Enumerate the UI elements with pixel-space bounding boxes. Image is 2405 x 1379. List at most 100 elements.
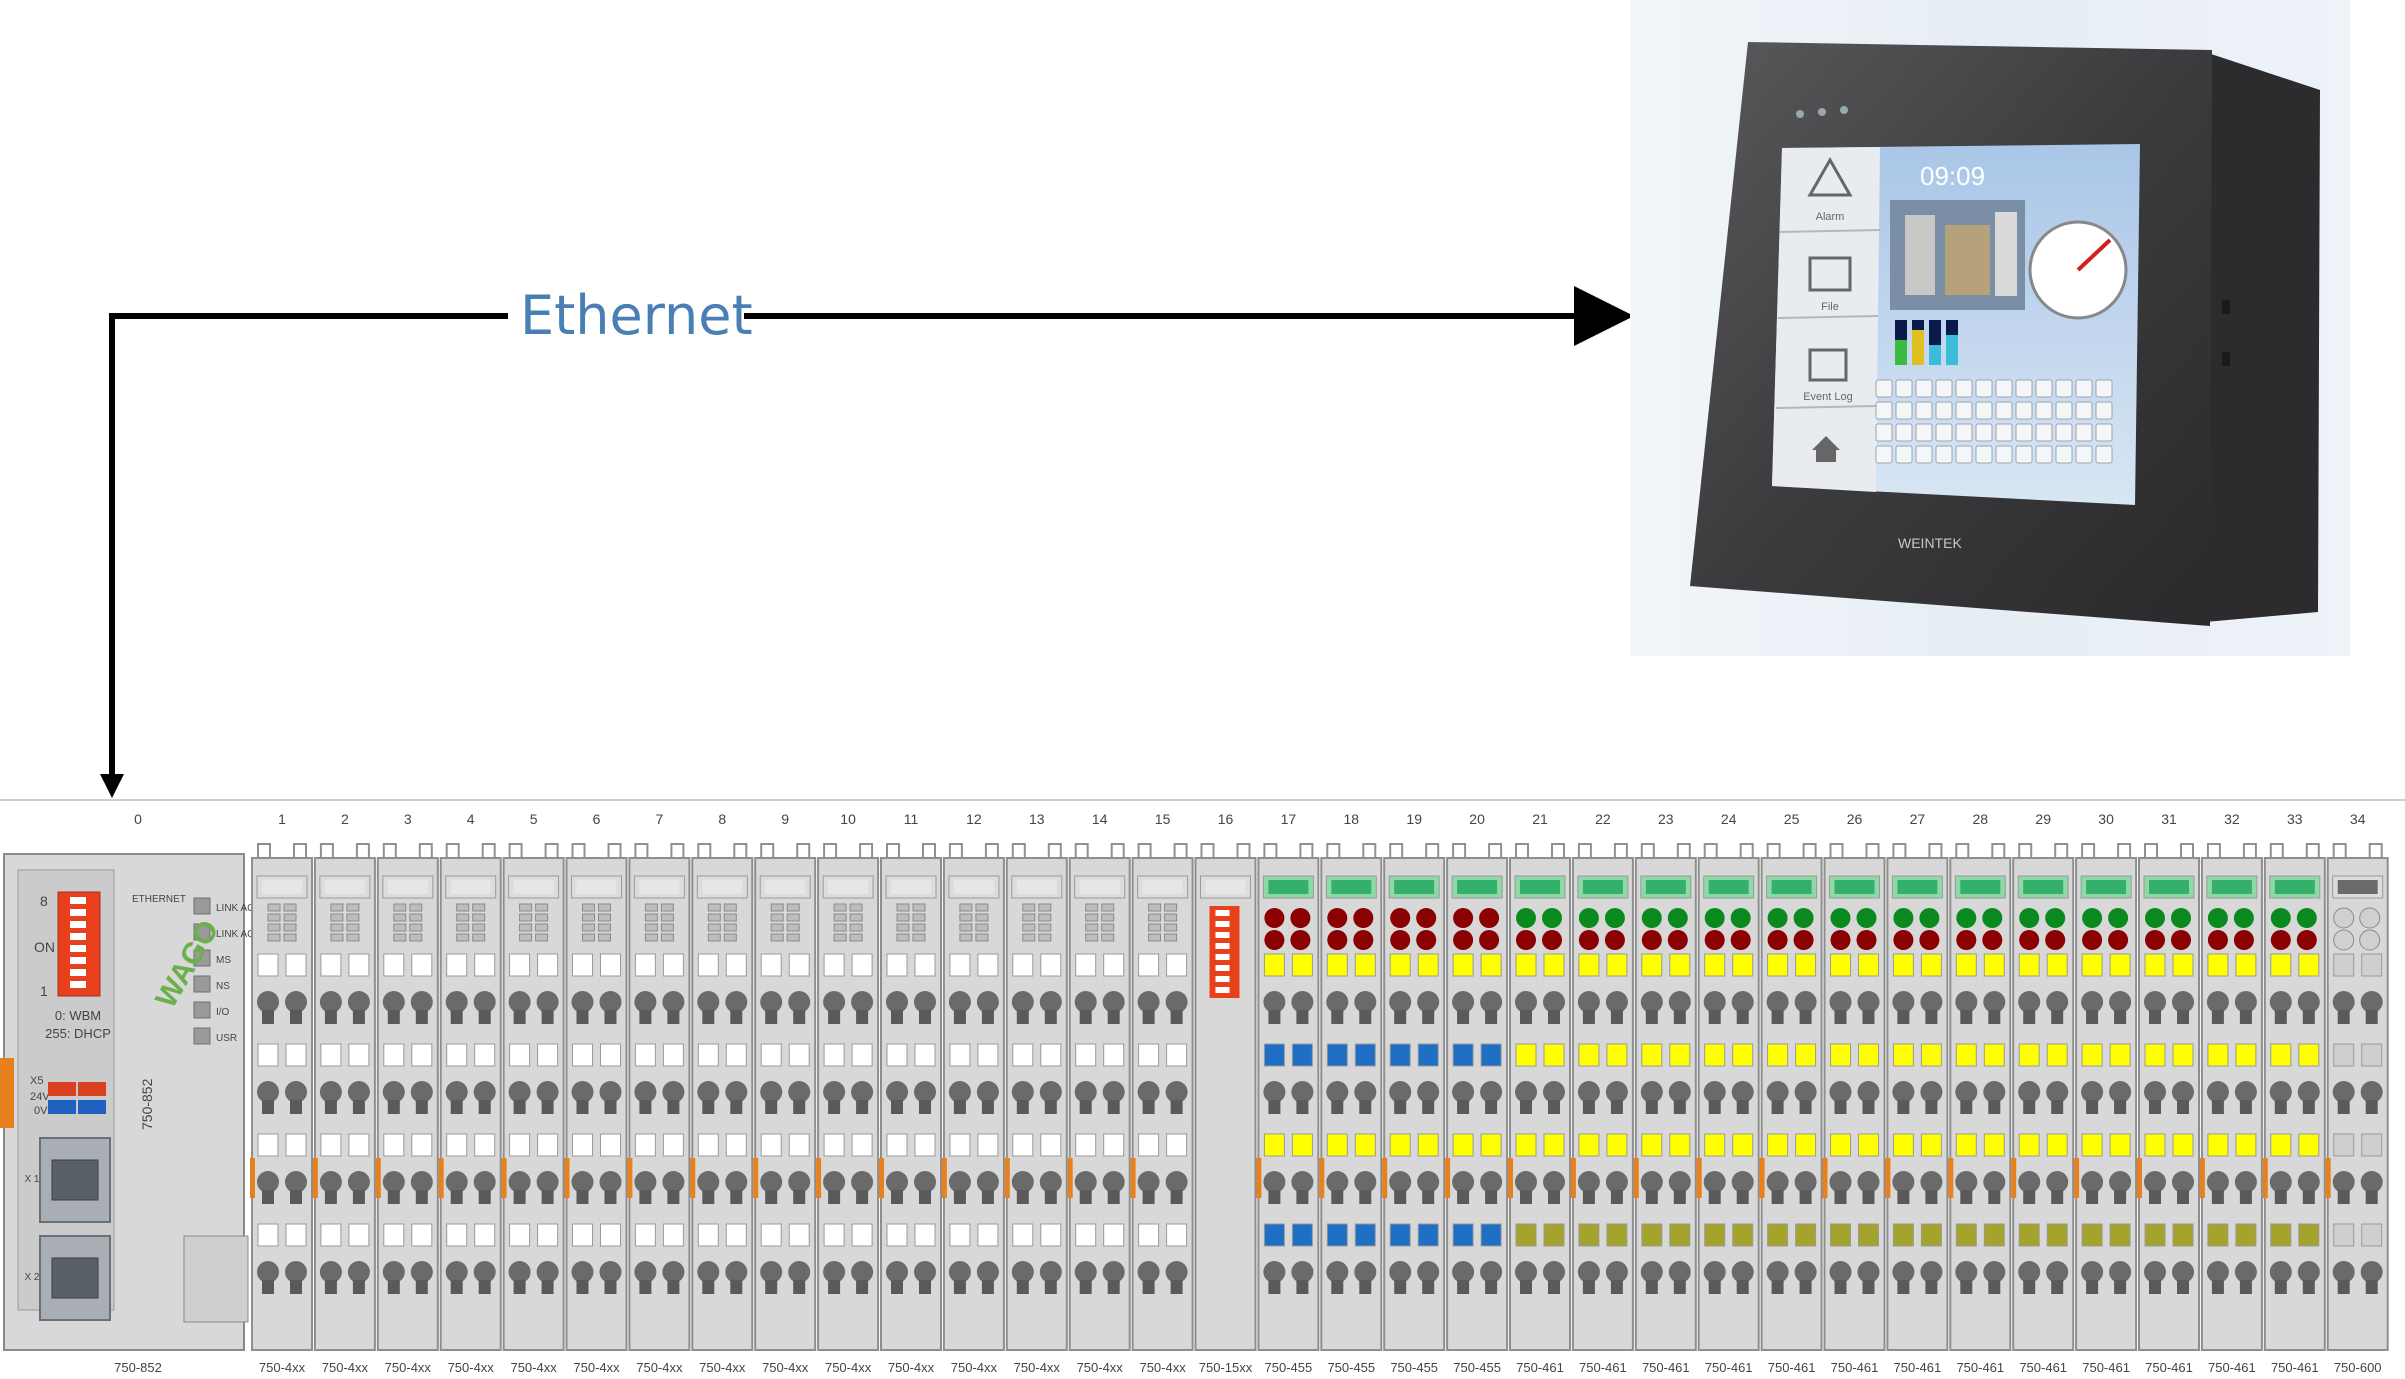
terminal-clamp[interactable]: [1291, 991, 1314, 1013]
terminal-clamp[interactable]: [2269, 991, 2292, 1013]
terminal-clamp[interactable]: [1577, 1171, 1600, 1193]
terminal-clamp[interactable]: [948, 991, 971, 1013]
terminal-clamp[interactable]: [1577, 1261, 1600, 1283]
terminal-clamp[interactable]: [2269, 1261, 2292, 1283]
terminal-clamp[interactable]: [1263, 1261, 1286, 1283]
terminal-clamp[interactable]: [788, 991, 811, 1013]
dip-switch-toggle[interactable]: [70, 933, 86, 940]
terminal-clamp[interactable]: [1983, 991, 2006, 1013]
terminal-clamp[interactable]: [2172, 991, 2194, 1013]
terminal-clamp[interactable]: [2360, 991, 2383, 1013]
terminal-clamp[interactable]: [599, 1081, 622, 1103]
terminal-clamp[interactable]: [1165, 1261, 1188, 1283]
terminal-clamp[interactable]: [1291, 1081, 1314, 1103]
terminal-clamp[interactable]: [2332, 991, 2355, 1013]
terminal-clamp[interactable]: [1452, 1171, 1475, 1193]
terminal-clamp[interactable]: [257, 1171, 279, 1193]
terminal-clamp[interactable]: [823, 991, 846, 1013]
terminal-clamp[interactable]: [1920, 991, 1943, 1013]
terminal-clamp[interactable]: [1892, 1261, 1915, 1283]
terminal-clamp[interactable]: [347, 1081, 370, 1103]
terminal-clamp[interactable]: [2144, 1261, 2166, 1283]
terminal-clamp[interactable]: [1794, 1081, 1817, 1103]
terminal-clamp[interactable]: [1354, 1261, 1377, 1283]
terminal-clamp[interactable]: [536, 991, 559, 1013]
terminal-clamp[interactable]: [1829, 1081, 1852, 1103]
terminal-clamp[interactable]: [1417, 1171, 1440, 1193]
terminal-clamp[interactable]: [508, 1261, 531, 1283]
terminal-clamp[interactable]: [1480, 1081, 1503, 1103]
terminal-clamp[interactable]: [2234, 1171, 2257, 1193]
terminal-clamp[interactable]: [948, 1171, 971, 1193]
terminal-clamp[interactable]: [634, 1081, 657, 1103]
terminal-clamp[interactable]: [2360, 1171, 2383, 1193]
terminal-clamp[interactable]: [2046, 1261, 2069, 1283]
terminal-clamp[interactable]: [886, 1171, 908, 1193]
terminal-clamp[interactable]: [634, 1261, 657, 1283]
terminal-clamp[interactable]: [851, 1081, 874, 1103]
terminal-clamp[interactable]: [1920, 1171, 1943, 1193]
terminal-clamp[interactable]: [725, 1261, 748, 1283]
terminal-clamp[interactable]: [257, 1261, 279, 1283]
terminal-clamp[interactable]: [2109, 991, 2132, 1013]
terminal-clamp[interactable]: [347, 991, 370, 1013]
terminal-clamp[interactable]: [2109, 1081, 2132, 1103]
terminal-clamp[interactable]: [1543, 1261, 1565, 1283]
terminal-clamp[interactable]: [914, 1171, 936, 1193]
terminal-clamp[interactable]: [410, 1171, 433, 1193]
terminal-clamp[interactable]: [1955, 1171, 1978, 1193]
terminal-clamp[interactable]: [1920, 1261, 1943, 1283]
terminal-clamp[interactable]: [725, 1171, 748, 1193]
terminal-clamp[interactable]: [257, 1081, 279, 1103]
terminal-clamp[interactable]: [760, 1261, 783, 1283]
terminal-clamp[interactable]: [1703, 1171, 1726, 1193]
terminal-clamp[interactable]: [2046, 991, 2069, 1013]
terminal-clamp[interactable]: [1074, 991, 1097, 1013]
terminal-clamp[interactable]: [1417, 1081, 1440, 1103]
terminal-clamp[interactable]: [886, 1081, 908, 1103]
terminal-clamp[interactable]: [536, 1261, 559, 1283]
dip-switch-toggle[interactable]: [70, 897, 86, 904]
terminal-clamp[interactable]: [760, 1081, 783, 1103]
terminal-clamp[interactable]: [1417, 1261, 1440, 1283]
terminal-clamp[interactable]: [1766, 1081, 1789, 1103]
terminal-clamp[interactable]: [976, 1171, 999, 1193]
terminal-clamp[interactable]: [662, 1081, 685, 1103]
terminal-clamp[interactable]: [1766, 991, 1789, 1013]
terminal-clamp[interactable]: [410, 1261, 433, 1283]
terminal-clamp[interactable]: [2269, 1081, 2292, 1103]
terminal-clamp[interactable]: [1417, 991, 1440, 1013]
terminal-clamp[interactable]: [536, 1081, 559, 1103]
terminal-clamp[interactable]: [2206, 1171, 2229, 1193]
terminal-clamp[interactable]: [2360, 1261, 2383, 1283]
terminal-clamp[interactable]: [319, 1081, 342, 1103]
terminal-clamp[interactable]: [1766, 1171, 1789, 1193]
terminal-clamp[interactable]: [2018, 1171, 2041, 1193]
terminal-clamp[interactable]: [823, 1261, 846, 1283]
terminal-clamp[interactable]: [285, 1171, 307, 1193]
terminal-clamp[interactable]: [1668, 991, 1691, 1013]
terminal-clamp[interactable]: [1955, 1081, 1978, 1103]
module-dip-switch[interactable]: [1209, 906, 1240, 998]
terminal-clamp[interactable]: [1039, 991, 1062, 1013]
dip-switch-toggle[interactable]: [70, 957, 86, 964]
terminal-clamp[interactable]: [1480, 1171, 1503, 1193]
terminal-clamp[interactable]: [2144, 991, 2166, 1013]
terminal-clamp[interactable]: [1731, 1081, 1754, 1103]
terminal-clamp[interactable]: [2332, 1081, 2355, 1103]
dip-switch-toggle[interactable]: [70, 921, 86, 928]
terminal-clamp[interactable]: [1291, 1261, 1314, 1283]
terminal-clamp[interactable]: [1857, 1081, 1880, 1103]
terminal-clamp[interactable]: [1452, 1081, 1475, 1103]
terminal-clamp[interactable]: [1829, 991, 1852, 1013]
terminal-clamp[interactable]: [2144, 1081, 2166, 1103]
terminal-clamp[interactable]: [1389, 1081, 1412, 1103]
terminal-clamp[interactable]: [2172, 1171, 2194, 1193]
terminal-clamp[interactable]: [976, 1081, 999, 1103]
terminal-clamp[interactable]: [1955, 991, 1978, 1013]
terminal-clamp[interactable]: [1011, 1081, 1034, 1103]
terminal-clamp[interactable]: [634, 991, 657, 1013]
terminal-clamp[interactable]: [445, 1171, 468, 1193]
terminal-clamp[interactable]: [851, 991, 874, 1013]
terminal-clamp[interactable]: [599, 991, 622, 1013]
